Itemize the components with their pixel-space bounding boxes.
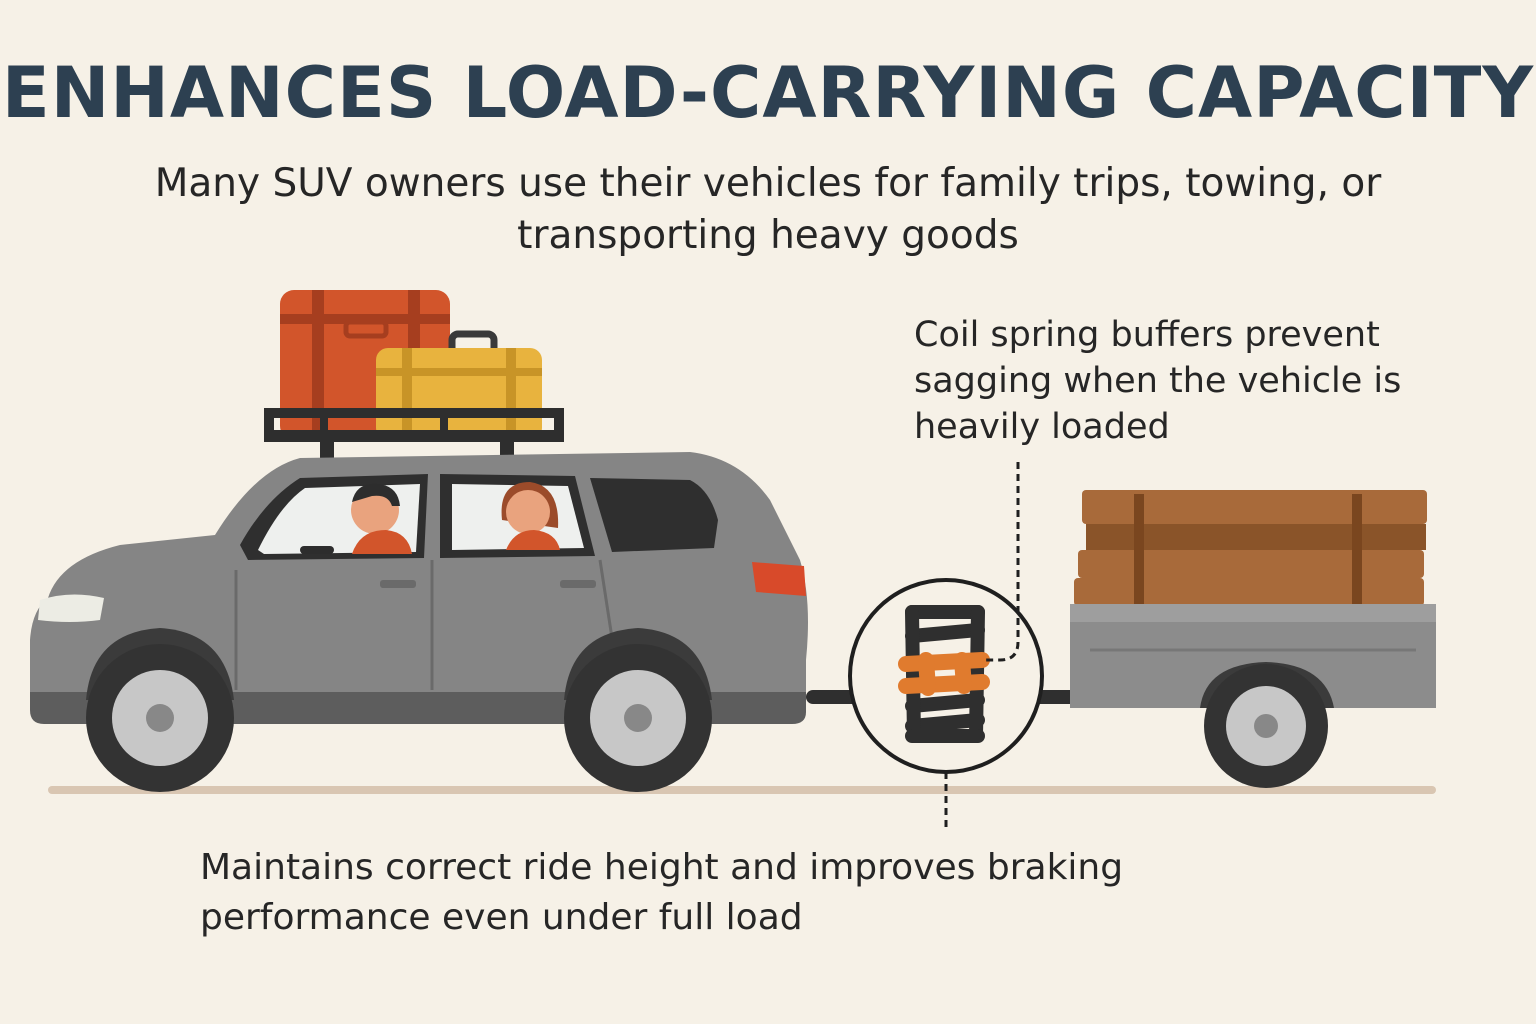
passenger-figure	[501, 482, 560, 550]
callout-top-leader	[982, 462, 1020, 662]
page-title: ENHANCES LOAD-CARRYING CAPACITY	[1, 52, 1535, 134]
callout-bottom-line-1: Maintains correct ride height and improv…	[200, 847, 1124, 888]
trailer-illustration	[1070, 490, 1436, 788]
roof-luggage-icon	[264, 290, 564, 462]
callout-top-line-1: Coil spring buffers prevent	[914, 315, 1380, 355]
ground-line	[48, 786, 1436, 794]
callout-ride-height: Maintains correct ride height and improv…	[200, 843, 1300, 943]
subtitle: Many SUV owners use their vehicles for f…	[0, 158, 1536, 262]
driver-figure	[300, 483, 412, 554]
callout-coil-spring: Coil spring buffers prevent sagging when…	[914, 312, 1474, 450]
subtitle-line-1: Many SUV owners use their vehicles for f…	[154, 161, 1382, 206]
suv-illustration	[30, 452, 808, 792]
callout-top-line-3: heavily loaded	[914, 407, 1170, 447]
subtitle-line-2: transporting heavy goods	[517, 213, 1019, 258]
callout-top-line-2: sagging when the vehicle is	[914, 361, 1402, 401]
callout-bottom-line-2: performance even under full load	[200, 897, 803, 938]
coil-spring-icon	[848, 578, 1044, 774]
